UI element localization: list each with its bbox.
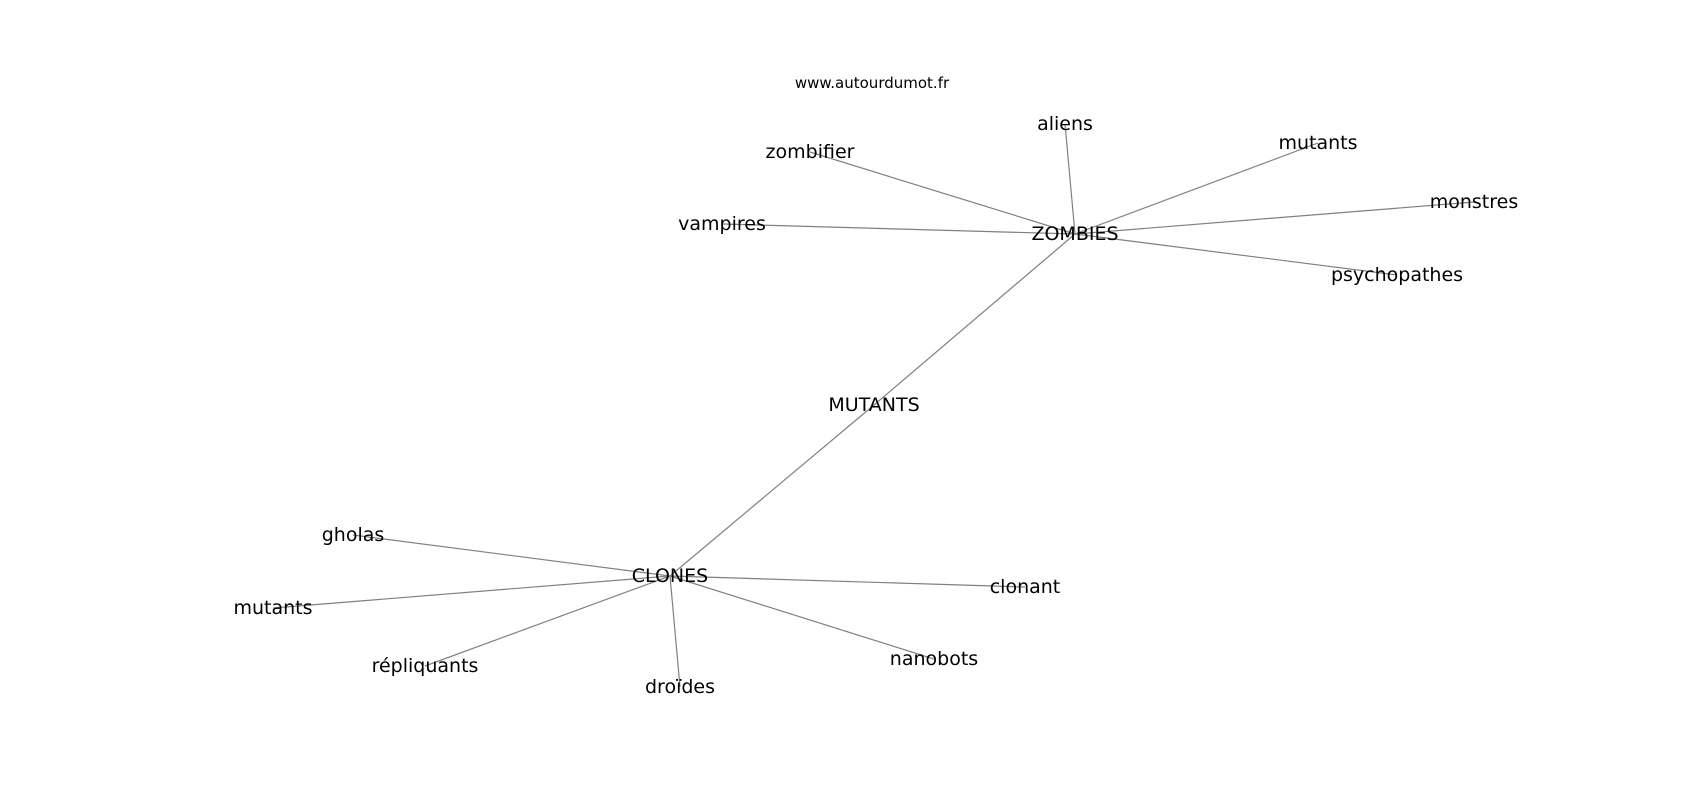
edge-zombies-vampires xyxy=(721,223,1076,235)
edge-zombies-zombifier xyxy=(809,151,1076,235)
node-clones-clonant[interactable]: clonant xyxy=(990,576,1061,598)
edge-zombies-monstres xyxy=(1074,201,1475,235)
node-zombies-psychopathes[interactable]: psychopathes xyxy=(1331,264,1463,286)
node-zombies-zombifier[interactable]: zombifier xyxy=(766,141,855,163)
hub-node-zombies[interactable]: ZOMBIES xyxy=(1031,223,1118,245)
node-clones-repliquants[interactable]: répliquants xyxy=(372,655,479,677)
node-zombies-mutants[interactable]: mutants xyxy=(1278,132,1357,154)
center-node[interactable]: MUTANTS xyxy=(828,394,919,416)
source-link[interactable]: www.autourdumot.fr xyxy=(795,74,950,92)
hub-node-clones[interactable]: CLONES xyxy=(632,565,708,587)
edge-clones-repliquants xyxy=(424,575,671,667)
edge-clones-nanobots xyxy=(669,575,935,660)
edge-zombies-aliens xyxy=(1064,123,1076,235)
edge-center-zombies xyxy=(873,233,1076,406)
node-clones-nanobots[interactable]: nanobots xyxy=(890,648,978,670)
edge-zombies-mutants xyxy=(1074,142,1319,235)
edge-clones-mutants xyxy=(272,575,671,609)
edge-zombies-psychopathes xyxy=(1074,233,1398,276)
edge-center-clones xyxy=(669,404,875,577)
node-zombies-vampires[interactable]: vampires xyxy=(678,213,766,235)
node-clones-mutants[interactable]: mutants xyxy=(233,597,312,619)
node-zombies-aliens[interactable]: aliens xyxy=(1037,113,1093,135)
edge-clones-gholas xyxy=(352,534,671,577)
labels: www.autourdumot.fr MUTANTS ZOMBIES aliens z… xyxy=(233,74,1518,698)
edge-clones-clonant xyxy=(669,575,1026,588)
edges xyxy=(272,123,1475,688)
node-clones-gholas[interactable]: gholas xyxy=(322,524,385,546)
node-clones-droides[interactable]: droïdes xyxy=(645,676,715,698)
edge-clones-droides xyxy=(669,575,681,688)
node-zombies-monstres[interactable]: monstres xyxy=(1430,191,1519,213)
